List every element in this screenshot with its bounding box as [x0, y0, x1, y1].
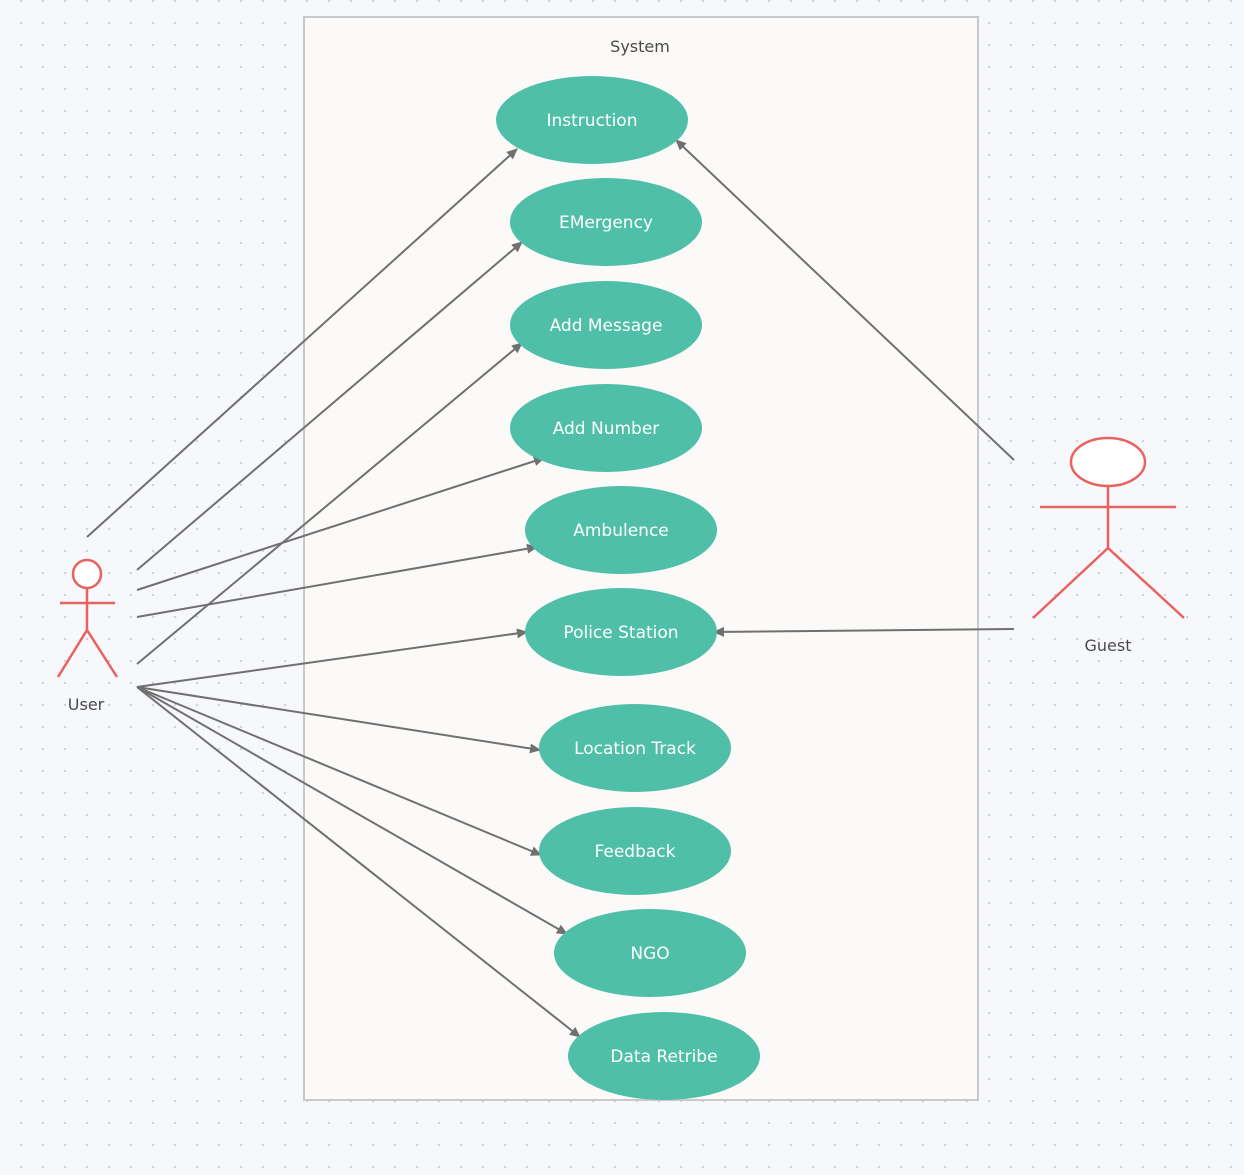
association-user-feedback[interactable] [136, 686, 542, 856]
use-case-label: Data Retribe [610, 1047, 717, 1067]
use-case-feedback[interactable]: Feedback [539, 807, 731, 895]
use-case-emergency[interactable]: EMergency [510, 178, 702, 266]
use-case-add-number[interactable]: Add Number [510, 384, 702, 472]
use-case-label: Location Track [574, 739, 696, 759]
actor-guest[interactable]: Guest [1032, 436, 1185, 655]
use-case-label: EMergency [559, 213, 653, 233]
actor-user-label: User [68, 695, 105, 714]
use-case-location-track[interactable]: Location Track [539, 704, 731, 792]
associations [86, 139, 1015, 1038]
association-user-police-station[interactable] [136, 628, 528, 688]
association-guest-instruction[interactable] [675, 139, 1015, 461]
user-stick-figure-icon [56, 558, 119, 678]
use-case-instruction[interactable]: Instruction [496, 76, 688, 164]
use-case-label: NGO [630, 944, 669, 964]
system-label: System [610, 37, 670, 56]
actor-guest-label: Guest [1085, 636, 1132, 655]
use-case-data-retribe[interactable]: Data Retribe [568, 1012, 760, 1100]
association-user-location-track[interactable] [136, 686, 541, 754]
association-user-emergency[interactable] [136, 241, 523, 571]
use-case-label: Police Station [563, 623, 678, 643]
association-user-instruction[interactable] [86, 148, 518, 538]
association-user-ambulence[interactable] [136, 543, 538, 618]
use-case-label: Instruction [547, 111, 638, 131]
use-case-label: Ambulence [573, 521, 669, 541]
use-case-add-message[interactable]: Add Message [510, 281, 702, 369]
guest-stick-figure-icon [1032, 436, 1185, 619]
association-user-ngo[interactable] [136, 686, 568, 935]
use-case-label: Feedback [595, 842, 676, 862]
use-case-police-station[interactable]: Police Station [525, 588, 717, 676]
use-case-label: Add Number [553, 419, 660, 439]
association-user-add-message[interactable] [136, 342, 523, 665]
association-guest-police-station[interactable] [713, 626, 1015, 637]
use-case-ambulence[interactable]: Ambulence [525, 486, 717, 574]
use-case-label: Add Message [550, 316, 663, 336]
actor-user[interactable]: User [56, 558, 119, 714]
association-user-data-retribe[interactable] [136, 686, 581, 1038]
use-cases: Instruction EMergency Add Message Add Nu… [496, 76, 760, 1100]
association-user-add-number[interactable] [136, 456, 545, 591]
use-case-ngo[interactable]: NGO [554, 909, 746, 997]
